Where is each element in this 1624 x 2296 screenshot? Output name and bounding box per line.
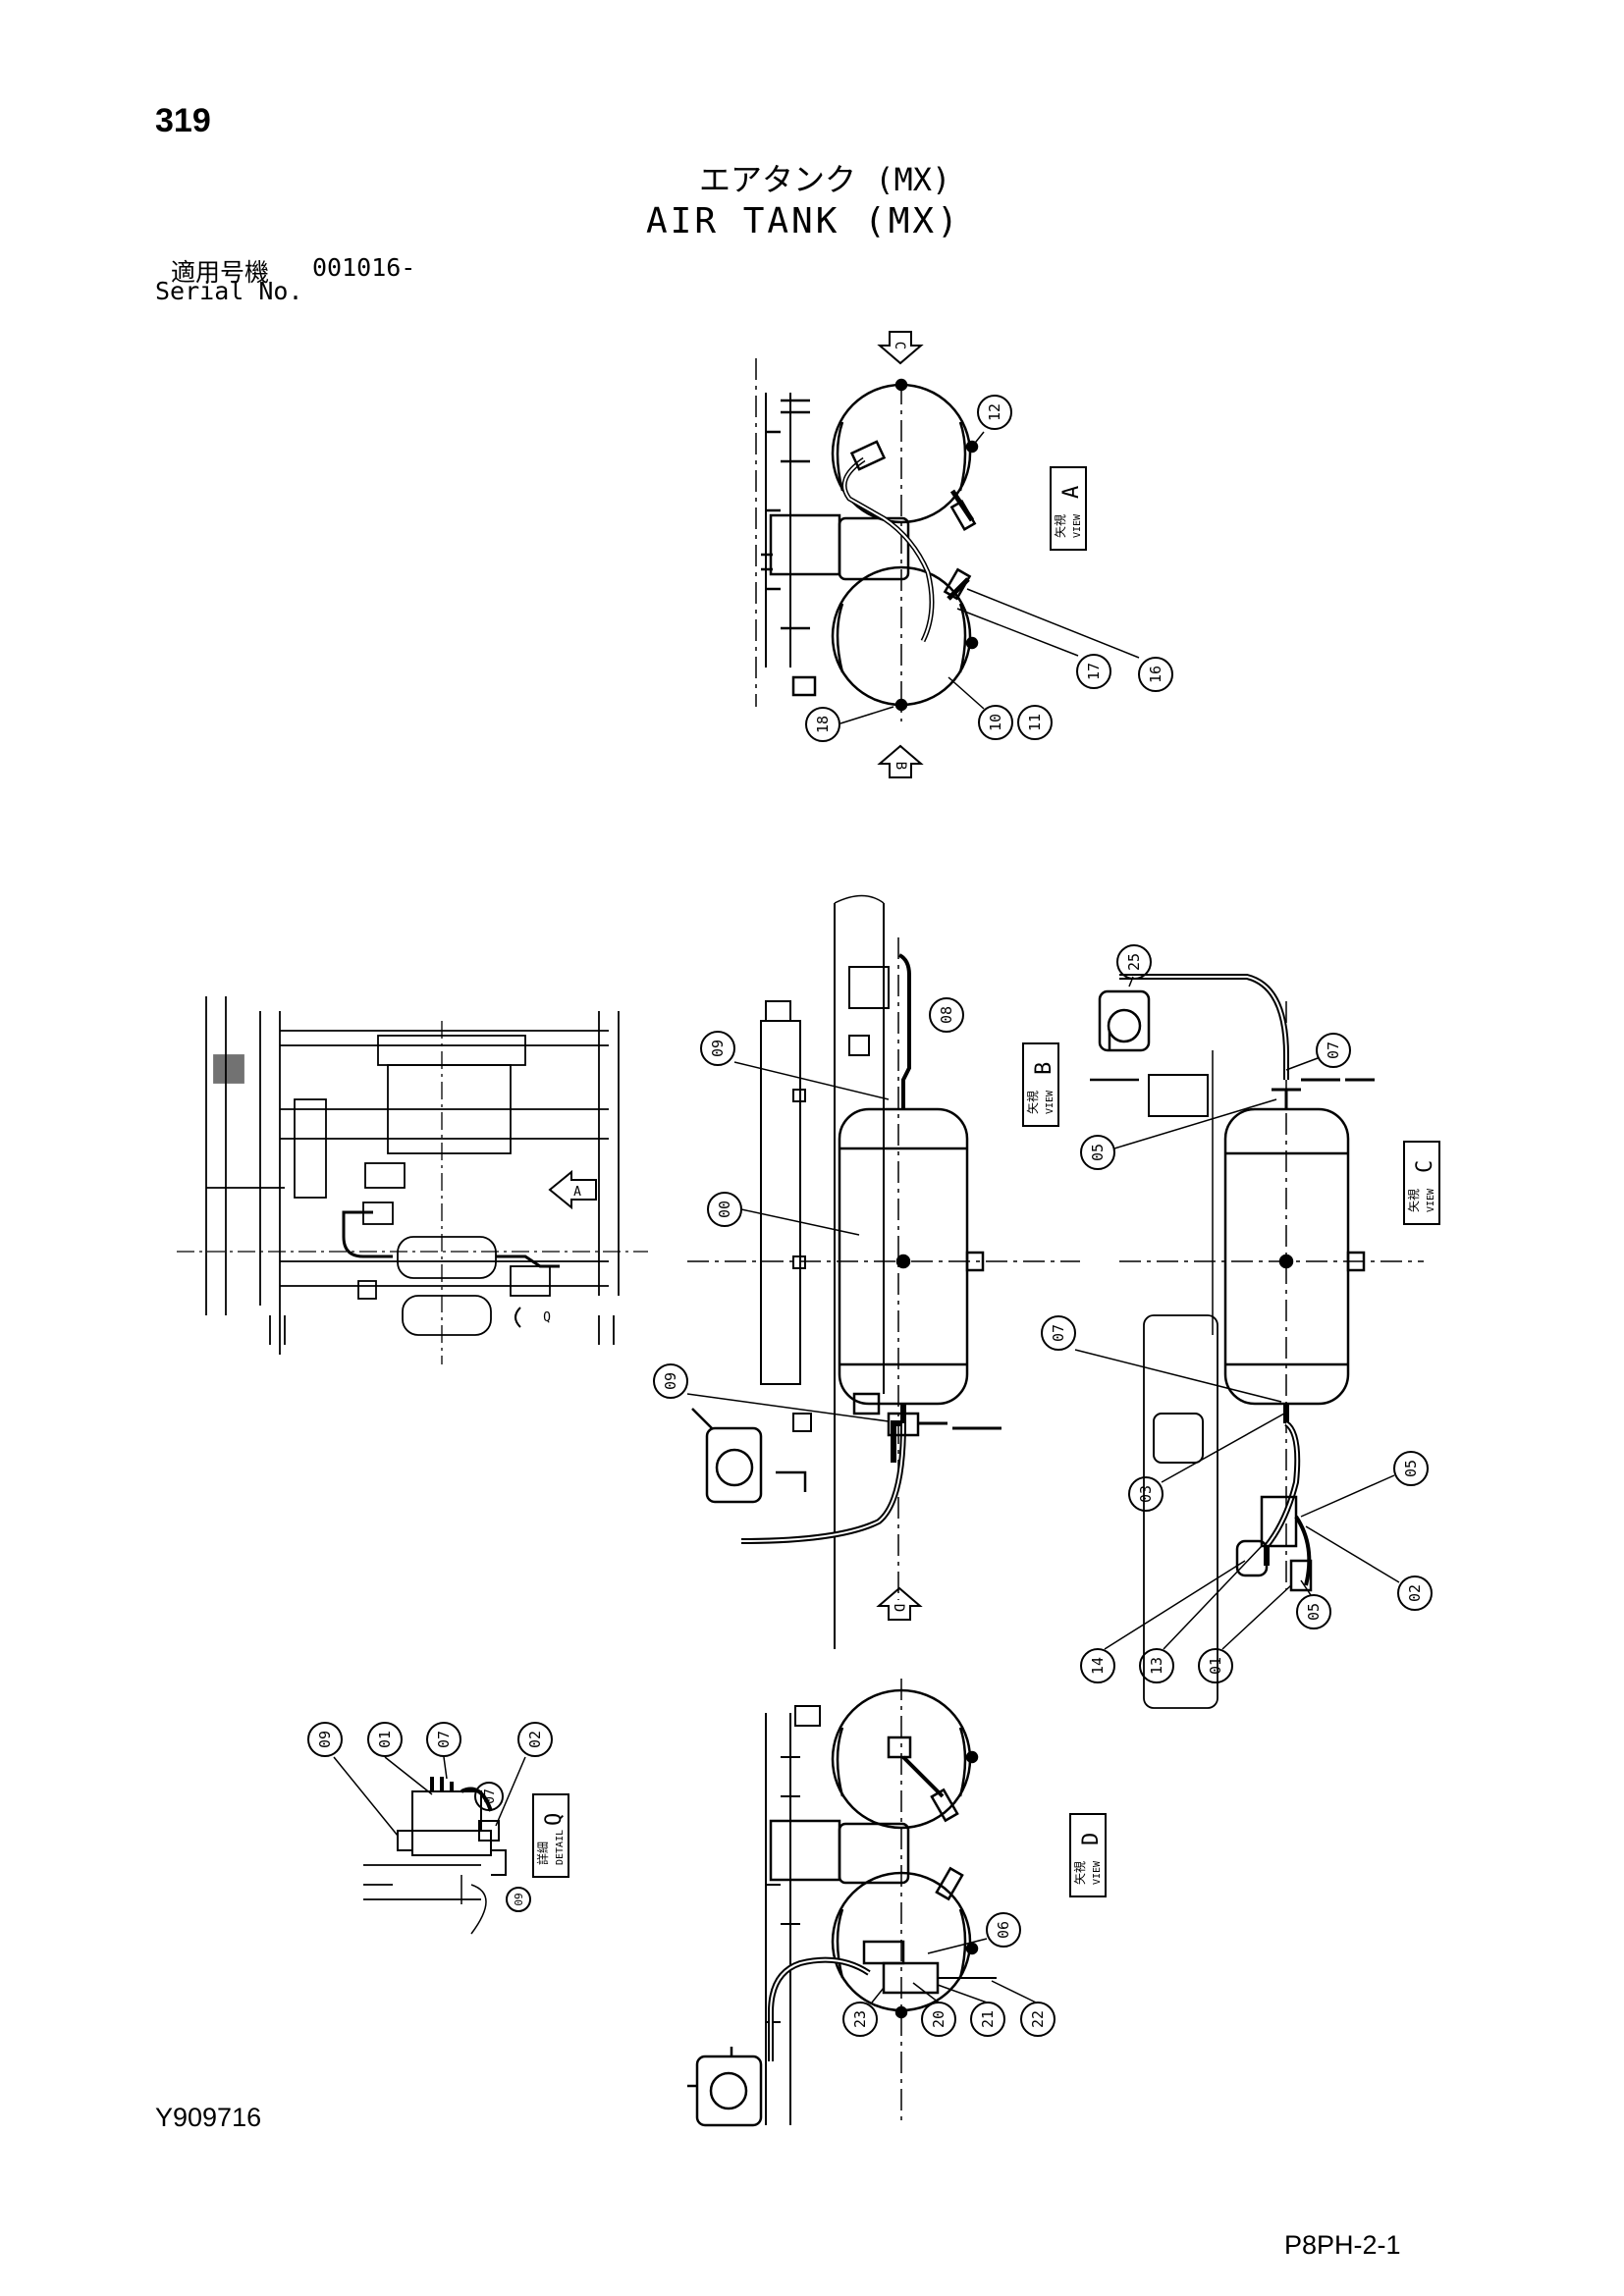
- view-d-label: 矢視 VIEW D: [1069, 1813, 1107, 1897]
- callout: 17: [1085, 663, 1103, 680]
- serial-label-japanese: 適用号機: [171, 258, 270, 287]
- view-a-en: VIEW: [1072, 513, 1083, 538]
- view-c-letter: C: [1413, 1160, 1437, 1173]
- callout: 20: [930, 2010, 947, 2028]
- view-b-en: VIEW: [1045, 1090, 1056, 1114]
- callout: 00: [716, 1201, 733, 1218]
- detail-q-callouts: 09 01 07 02 07 09: [307, 1722, 553, 1912]
- detail-jp: 詳細: [535, 1842, 550, 1865]
- callout: 10: [987, 714, 1004, 731]
- callout: 07: [1050, 1324, 1067, 1342]
- arrow-b-label: B: [893, 762, 908, 770]
- callout: 09: [513, 1893, 525, 1905]
- title-japanese: エアタンク (MX): [699, 161, 951, 198]
- view-b-callouts: 09 08 00 09: [653, 997, 964, 1422]
- view-c-jp: 矢視: [1406, 1189, 1421, 1212]
- view-c-callouts: 25 07 05 07 03 05 02 05 01 13 14: [1041, 944, 1433, 1683]
- callout: 03: [1137, 1485, 1155, 1503]
- callout: 07: [483, 1789, 498, 1804]
- callout: 18: [814, 716, 832, 733]
- view-a-jp: 矢視: [1053, 514, 1067, 538]
- view-d-en: VIEW: [1092, 1860, 1103, 1885]
- callout: 09: [316, 1731, 334, 1748]
- callout: 21: [979, 2010, 997, 2028]
- callout: 12: [986, 403, 1003, 421]
- view-d-letter: D: [1079, 1833, 1104, 1845]
- callout: 13: [1148, 1657, 1165, 1675]
- page-code: P8PH-2-1: [1284, 2230, 1401, 2260]
- view-a-drawing: [755, 358, 979, 721]
- view-b-jp: 矢視: [1025, 1091, 1040, 1114]
- view-d-jp: 矢視: [1072, 1861, 1087, 1885]
- callout: 07: [1325, 1041, 1342, 1059]
- view-b-drawing: [687, 894, 1080, 1649]
- arrow-d: D: [876, 1586, 923, 1621]
- title-english: AIR TANK (MX): [646, 201, 961, 241]
- callout: 09: [662, 1372, 679, 1390]
- plan-arrow-q-label: Q: [543, 1310, 551, 1325]
- callout: 01: [376, 1731, 394, 1748]
- callout: 02: [526, 1731, 544, 1748]
- serial-label-english: Serial No.: [155, 277, 303, 305]
- view-a-letter: A: [1059, 486, 1084, 499]
- document-code: Y909716: [155, 2103, 262, 2132]
- view-a-label: 矢視 VIEW A: [1050, 466, 1087, 551]
- view-c-en: VIEW: [1426, 1188, 1436, 1212]
- callout: 16: [1147, 666, 1164, 683]
- plan-arrow-a-label: A: [573, 1185, 581, 1200]
- callout: 06: [995, 1921, 1012, 1939]
- detail-en: DETAIL: [555, 1830, 566, 1865]
- callout: 22: [1029, 2010, 1047, 2028]
- callout: 23: [851, 2010, 869, 2028]
- callout: 07: [435, 1731, 453, 1748]
- view-c-drawing: [1090, 974, 1424, 1709]
- detail-letter: Q: [542, 1813, 567, 1826]
- arrow-d-label: D: [891, 1604, 906, 1612]
- plan-view-drawing: [177, 996, 648, 1364]
- view-d-drawing: [687, 1679, 997, 2127]
- callout: 01: [1207, 1657, 1224, 1675]
- view-c-label: 矢視 VIEW C: [1403, 1141, 1440, 1225]
- serial-value: 001016-: [312, 253, 416, 282]
- callout: 25: [1125, 953, 1143, 971]
- detail-q-drawing: [363, 1777, 507, 1935]
- view-d-callouts: 06 23 20 21 22: [842, 1912, 1056, 2037]
- arrow-b: B: [877, 744, 924, 778]
- callout: 05: [1089, 1144, 1107, 1161]
- callout: 09: [709, 1040, 727, 1057]
- view-b-letter: B: [1032, 1062, 1056, 1075]
- callout: 11: [1026, 714, 1044, 731]
- arrow-c-label: C: [892, 342, 907, 349]
- view-a-callouts: 12 16 17 10 11 18: [805, 395, 1173, 742]
- callout: 02: [1406, 1584, 1424, 1602]
- page-number: 319: [155, 102, 211, 139]
- callout: 05: [1402, 1460, 1420, 1477]
- detail-q-label: 詳細 DETAIL Q: [532, 1793, 569, 1878]
- view-b-label: 矢視 VIEW B: [1022, 1042, 1059, 1127]
- callout: 08: [938, 1006, 955, 1024]
- arrow-c: C: [877, 331, 924, 365]
- callout: 05: [1305, 1603, 1323, 1621]
- callout: 14: [1089, 1657, 1107, 1675]
